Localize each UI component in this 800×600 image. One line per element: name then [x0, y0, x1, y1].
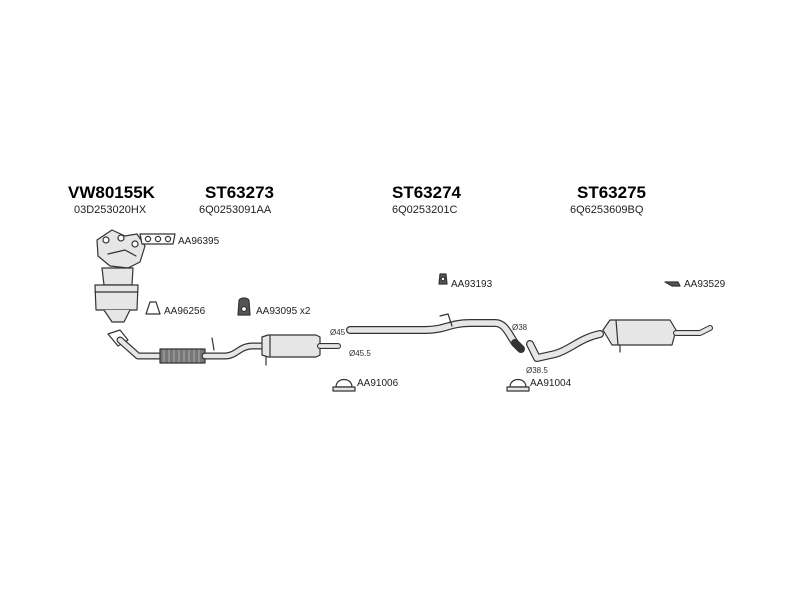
front-silencer-icon: [261, 334, 341, 366]
ring-seal-icon: [145, 301, 161, 315]
front-pipe-icon: [107, 329, 266, 364]
middle-pipe-icon: [346, 313, 525, 353]
part-number-vw80155k: VW80155K: [68, 183, 155, 202]
exhaust-manifold-icon: [96, 229, 146, 269]
oem-number-3: 6Q0253201C: [392, 204, 458, 216]
dim-45: Ø45: [330, 328, 346, 337]
clamp-front-icon: [332, 378, 356, 392]
label-aa91006: AA91006: [357, 378, 399, 389]
label-aa93529: AA93529: [684, 279, 726, 290]
catalytic-converter-icon: [94, 267, 139, 323]
oem-number-1: 03D253020HX: [74, 204, 147, 216]
label-aa91004: AA91004: [530, 378, 572, 389]
oem-number-4: 6Q6253609BQ: [570, 204, 644, 216]
oem-number-2: 6Q0253091AA: [199, 204, 272, 216]
part-number-st63273: ST63273: [205, 183, 274, 202]
label-aa93095: AA93095 x2: [256, 306, 311, 317]
rubber-hanger-icon: [237, 297, 251, 316]
dim-38: Ø38: [512, 323, 528, 332]
manifold-gasket-icon: [139, 233, 176, 245]
dim-38-5: Ø38.5: [526, 366, 548, 375]
label-aa96256: AA96256: [164, 306, 206, 317]
rear-silencer-icon: [526, 319, 713, 362]
part-number-st63275: ST63275: [577, 183, 646, 202]
part-number-st63274: ST63274: [392, 183, 461, 202]
bracket-icon: [438, 273, 448, 285]
label-aa93193: AA93193: [451, 279, 493, 290]
dim-45-5: Ø45.5: [349, 349, 371, 358]
rear-hanger-icon: [664, 281, 681, 287]
clamp-rear-icon: [506, 378, 530, 392]
label-aa96395: AA96395: [178, 236, 220, 247]
